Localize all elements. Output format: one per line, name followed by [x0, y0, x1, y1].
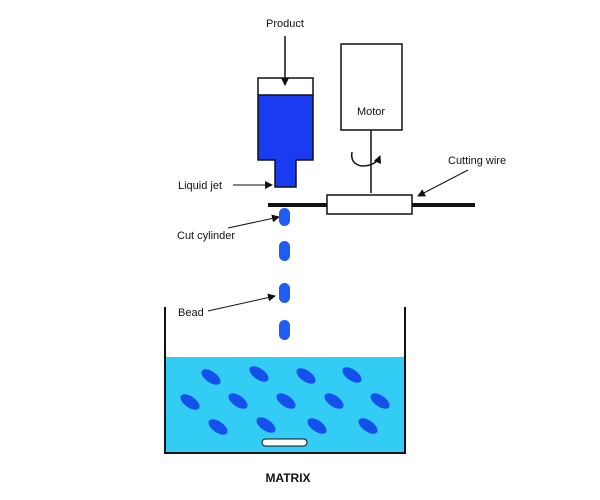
- matrix-beads: [180, 366, 390, 447]
- matrix-bead: [307, 418, 327, 434]
- motor-box: [340, 43, 403, 131]
- matrix-bead: [180, 394, 200, 410]
- matrix-bead: [228, 393, 248, 409]
- bead-label: Bead: [178, 307, 204, 319]
- falling-bead: [279, 241, 290, 261]
- product-reservoir: [257, 77, 314, 188]
- matrix-bead: [342, 367, 362, 383]
- curved-arrow-icon: [350, 151, 382, 167]
- container-walls: [164, 307, 406, 454]
- cut-cylinder-bead: [279, 208, 290, 226]
- falling-beads: [279, 208, 290, 340]
- matrix-bead: [296, 368, 316, 384]
- matrix-bead: [256, 417, 276, 433]
- matrix-container: [164, 307, 406, 454]
- cut-cylinder-leader: [227, 214, 280, 229]
- matrix-bead: [201, 369, 221, 385]
- bead-leader: [207, 293, 276, 312]
- matrix-bead: [358, 418, 378, 434]
- falling-bead: [279, 283, 290, 303]
- matrix-label: MATRIX: [265, 471, 310, 485]
- matrix-bead: [324, 393, 344, 409]
- wire-hub: [326, 194, 413, 215]
- reservoir-product-fill: [257, 94, 314, 188]
- settled-bead: [261, 438, 308, 447]
- matrix-bead: [370, 393, 390, 409]
- matrix-bead: [249, 366, 269, 382]
- reservoir-walls: [257, 77, 314, 95]
- cutting-wire-label: Cutting wire: [448, 155, 506, 167]
- matrix-bead: [208, 419, 228, 435]
- product-label: Product: [266, 18, 304, 30]
- falling-bead: [279, 320, 290, 340]
- cutting-wire-leader: [417, 169, 469, 197]
- liquid-jet-label: Liquid jet: [178, 180, 222, 192]
- matrix-bead: [276, 393, 296, 409]
- cut-cylinder-label: Cut cylinder: [177, 230, 235, 242]
- motor-label: Motor: [357, 106, 385, 118]
